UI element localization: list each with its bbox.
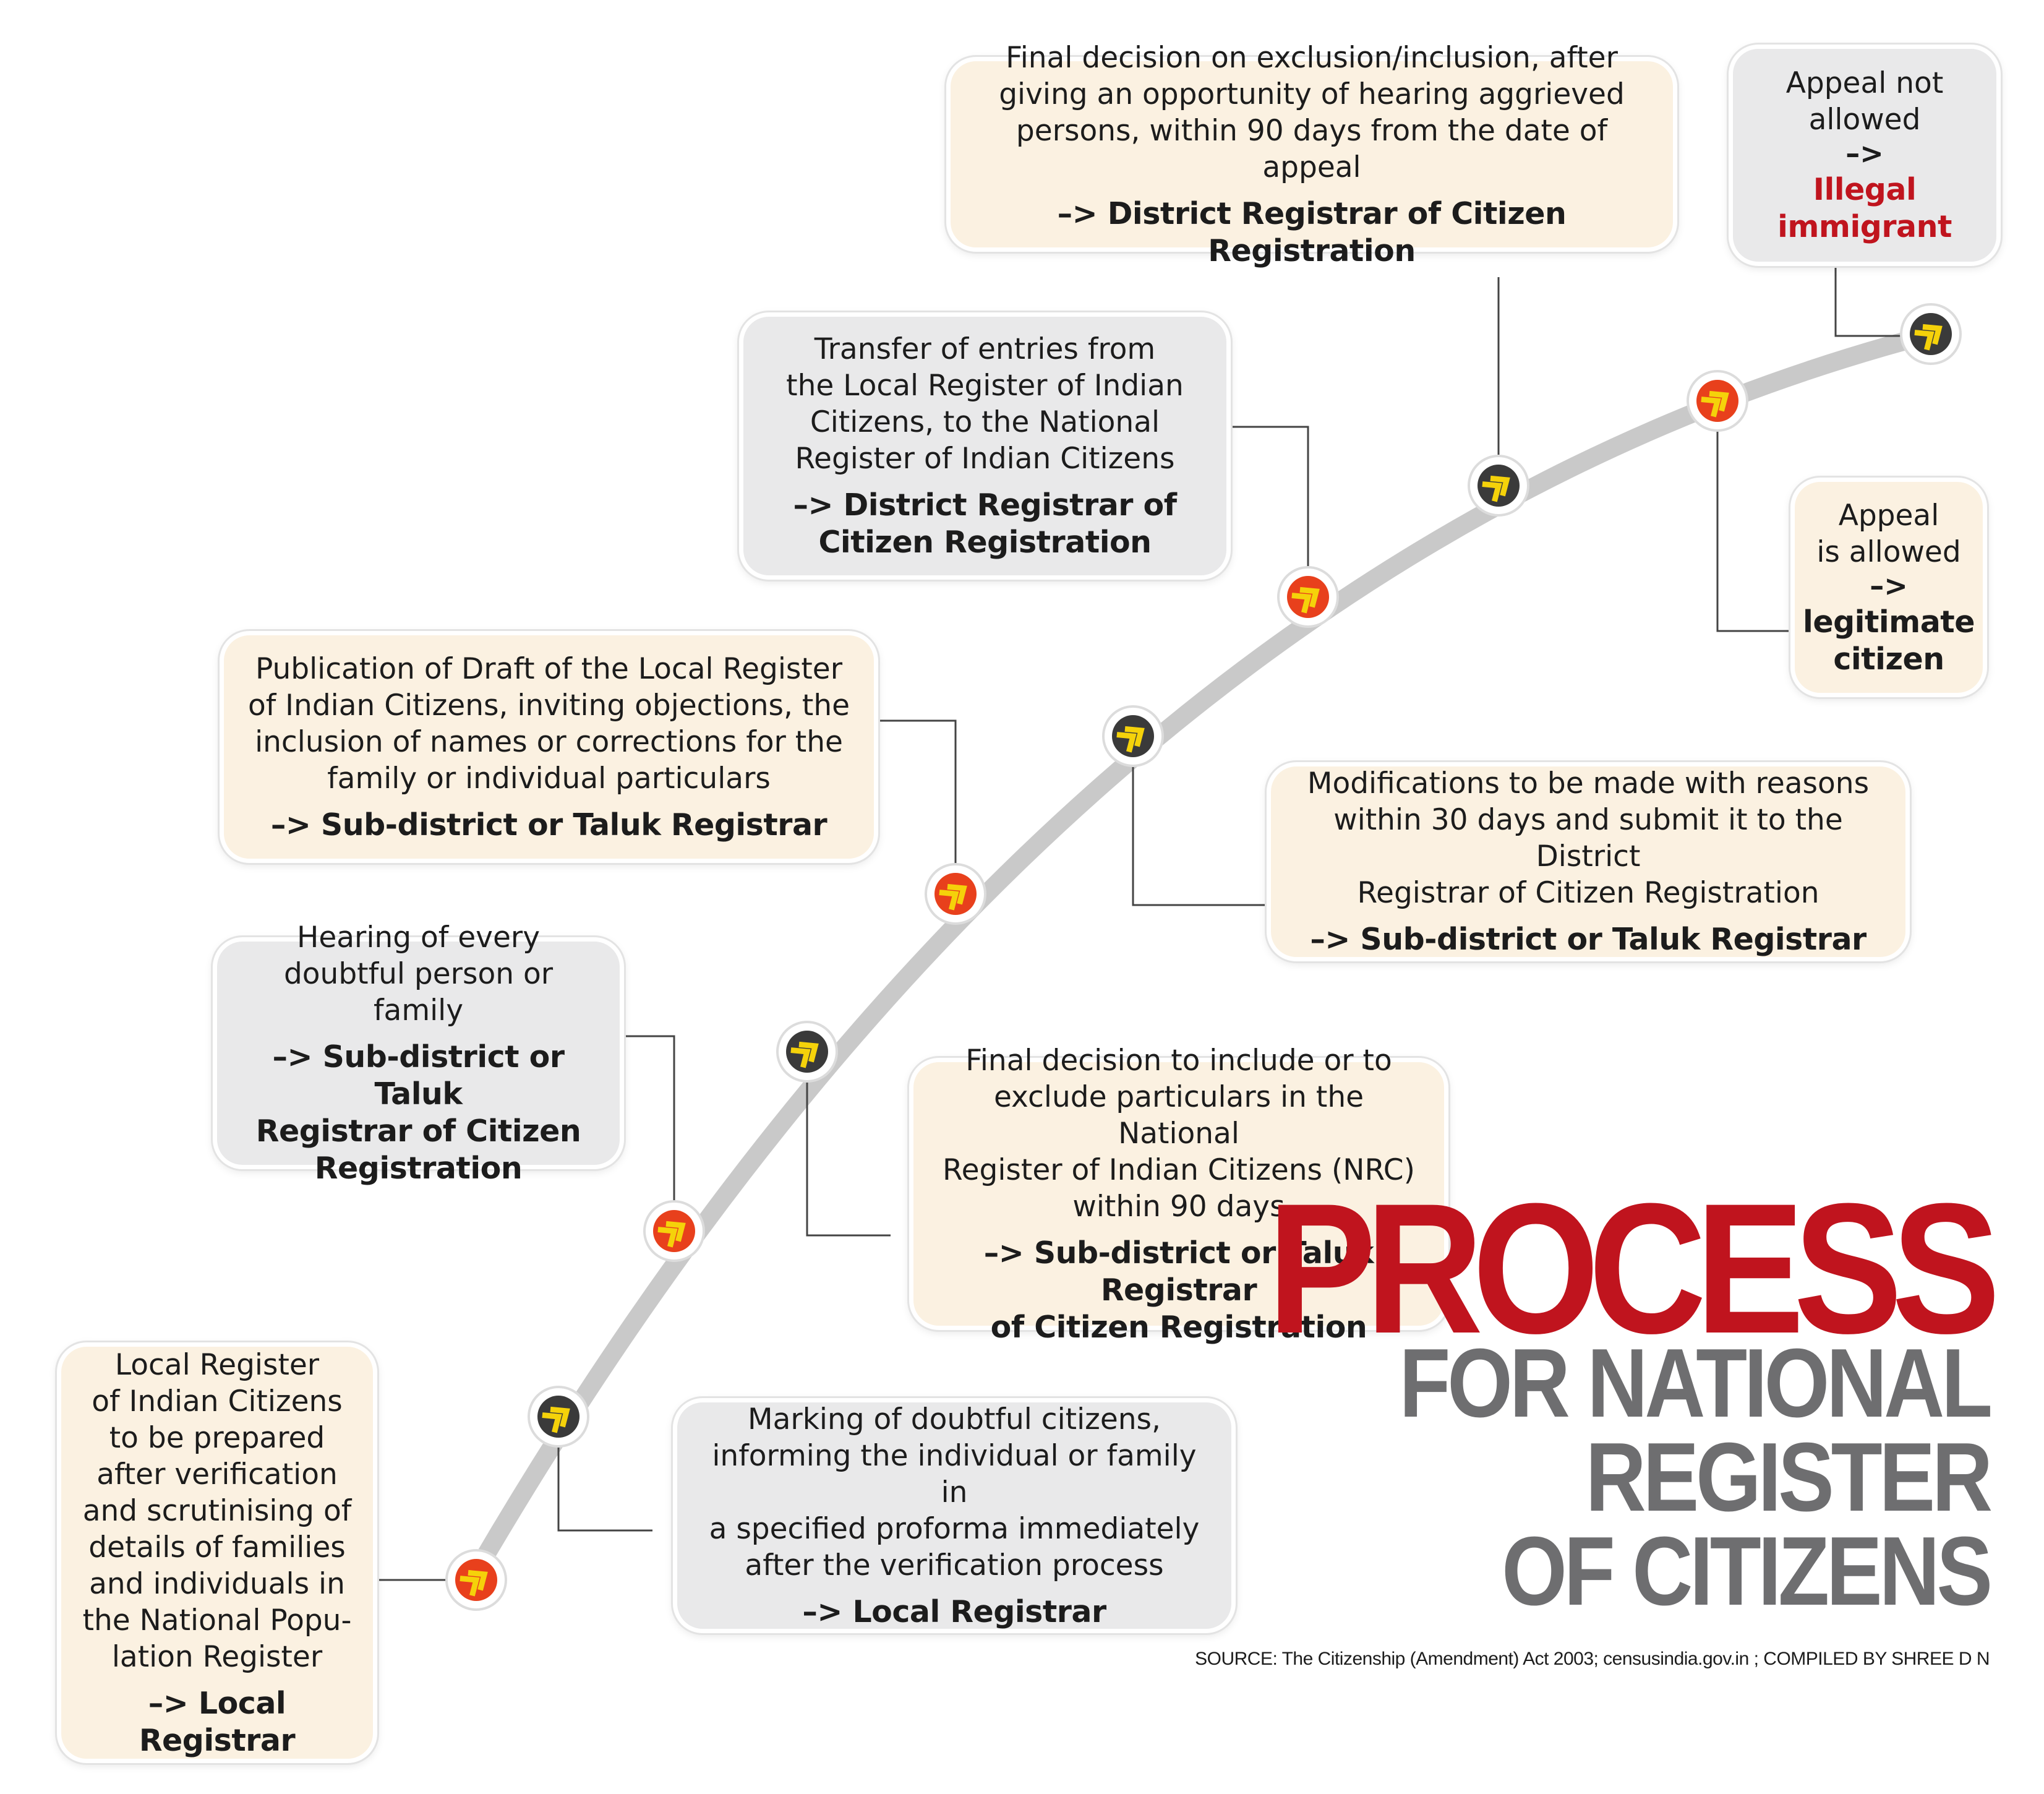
step-final-decision-90-days: Final decision to include or to exclude … [909,1044,1448,1345]
step-authority: –> Local Registrar [802,1594,1106,1629]
outcome-condition: Appeal not allowed [1785,66,1944,137]
source-credit: SOURCE: The Citizenship (Amendment) Act … [1195,1649,1990,1669]
step-description: Marking of doubtful citizens, informing … [709,1402,1200,1582]
step-description: Final decision on exclusion/inclusion, a… [999,40,1625,184]
outcome-condition: Appeal is allowed [1816,498,1961,569]
red-chevron-icon [1277,566,1339,628]
step-publication: Publication of Draft of the Local Regist… [220,631,878,863]
step-description: Transfer of entries from the Local Regis… [786,332,1184,476]
step-authority: –> Sub-district or Taluk Registrar of Ci… [255,1039,581,1186]
red-chevron-icon [445,1549,507,1611]
step-marking: Marking of doubtful citizens, informing … [673,1398,1236,1633]
step-transfer: Transfer of entries from the Local Regis… [739,312,1231,580]
dark-chevron-icon [776,1021,838,1083]
step-authority: –> Sub-district or Taluk Registrar [270,807,827,843]
page-title: PROCESS [1267,1164,2000,1372]
dark-chevron-icon [1468,455,1529,517]
arrow-icon: –> [1845,137,1884,170]
outcome-result: Illegal immigrant [1777,172,1952,244]
connector-publication [878,719,957,894]
step-description: Local Register of Indian Citizens to be … [82,1347,352,1674]
step-hearing: Hearing of every doubtful person or fami… [213,921,624,1186]
step-description: Final decision to include or to exclude … [943,1043,1415,1224]
step-local-register: Local Register of Indian Citizens to be … [57,1342,377,1763]
step-authority: –> District Registrar of Citizen Registr… [1057,195,1567,268]
outcome-result: legitimate citizen [1803,604,1975,677]
step-authority: –> Sub-district or Taluk Registrar of Ci… [983,1235,1374,1345]
connector-appeal-not-allowed [1834,267,1931,337]
arrow-icon: –> [1870,569,1908,603]
red-chevron-icon [925,863,986,925]
outcome-appeal-not-allowed: Appeal not allowed –> Illegal immigrant [1729,45,2001,266]
step-modifications: Modifications to be made with reasons wi… [1267,762,1910,961]
step-description: Hearing of every doubtful person or fami… [283,921,554,1028]
dark-chevron-icon [1102,705,1164,767]
connector-modifications [1132,736,1267,906]
dark-chevron-icon [528,1386,589,1448]
connector-marking [557,1417,652,1532]
step-authority: –> Sub-district or Taluk Registrar [1310,922,1867,957]
dark-chevron-icon [1900,303,1962,365]
outcome-appeal-allowed: Appeal is allowed –> legitimate citizen [1790,478,1987,697]
red-chevron-icon [643,1200,705,1262]
step-description: Modifications to be made with reasons wi… [1307,766,1870,910]
connector-transfer [1231,426,1309,597]
step-final-decision-appeal: Final decision on exclusion/inclusion, a… [946,41,1677,268]
step-description: Publication of Draft of the Local Regist… [247,651,850,796]
step-authority: –> Local Registrar [139,1685,296,1758]
connector-appeal-allowed [1716,408,1794,632]
red-chevron-icon [1687,370,1748,432]
page-subtitle: FOR NATIONAL REGISTER OF CITIZENS [1399,1329,1993,1626]
connector-final-decision-90 [806,1052,891,1237]
step-authority: –> District Registrar of Citizen Registr… [793,487,1177,560]
